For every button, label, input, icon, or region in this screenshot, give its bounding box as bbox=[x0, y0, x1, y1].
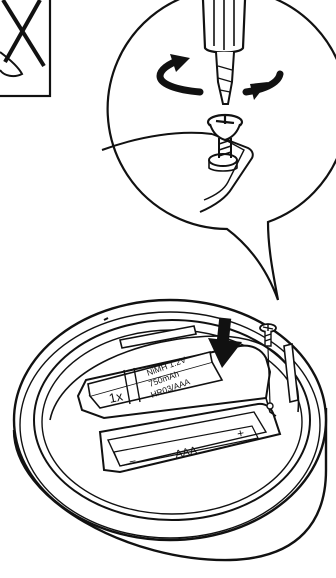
side-latch bbox=[283, 343, 299, 403]
screw-icon bbox=[259, 323, 277, 410]
compartment-minus: − bbox=[128, 454, 138, 469]
battery-count: 1x bbox=[108, 388, 125, 406]
battery-cell: 1x NiMH 1.2V 750mAh HR03/AAA bbox=[87, 351, 224, 409]
rotate-arrow-icon bbox=[156, 54, 284, 100]
screwdriver-icon bbox=[201, 0, 247, 105]
compartment-label: AAA bbox=[174, 444, 199, 460]
prohibited-tool-icon bbox=[0, 0, 52, 98]
detail-bubble bbox=[101, 0, 336, 301]
compartment-plus: + bbox=[236, 426, 246, 441]
screw-icon bbox=[206, 113, 244, 158]
insert-arrow-icon bbox=[208, 317, 242, 368]
